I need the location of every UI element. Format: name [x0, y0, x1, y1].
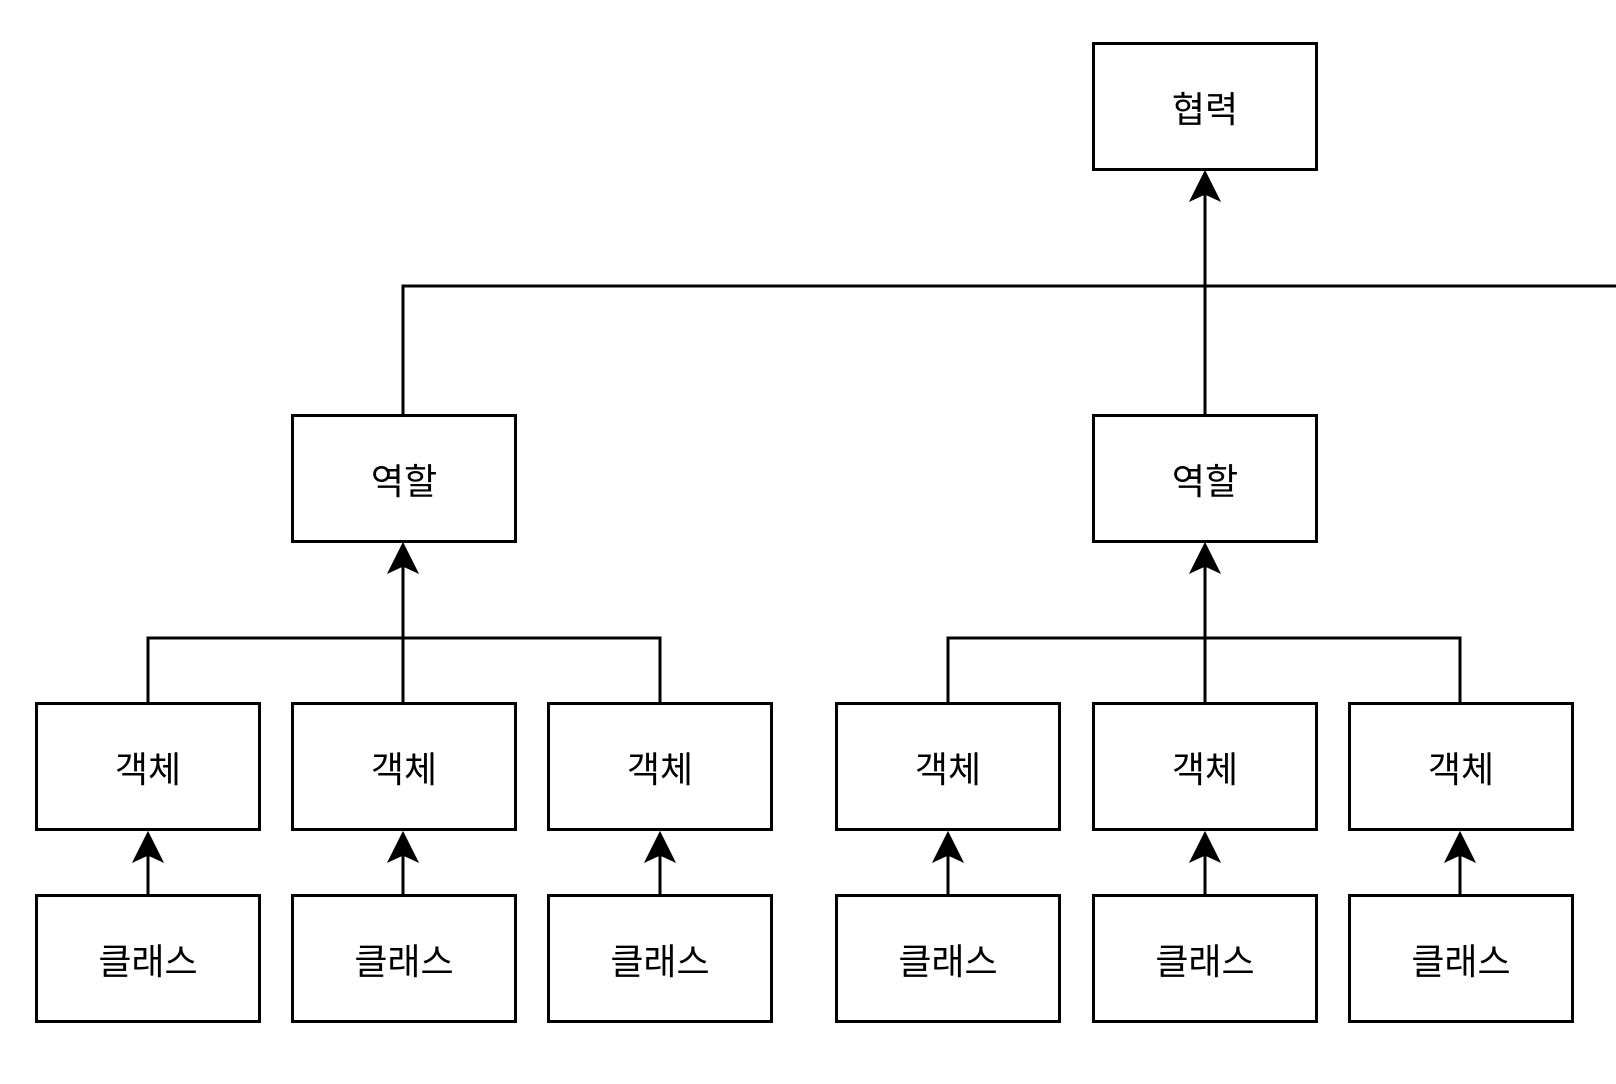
object-box: 객체: [35, 702, 261, 831]
object-box: 객체: [1092, 702, 1318, 831]
class-box: 클래스: [1348, 894, 1574, 1023]
class-box: 클래스: [1092, 894, 1318, 1023]
arrowhead-role: [386, 541, 420, 575]
arrowhead-object: [931, 830, 965, 864]
arrowhead-object: [1188, 830, 1222, 864]
arrowhead-collaboration: [1188, 169, 1222, 203]
arrowhead-object: [386, 830, 420, 864]
class-box: 클래스: [291, 894, 517, 1023]
role-box: 역할: [291, 414, 517, 543]
object-box: 객체: [1348, 702, 1574, 831]
collaboration-box: 협력: [1092, 42, 1318, 171]
arrowhead-object: [1443, 830, 1477, 864]
class-box: 클래스: [547, 894, 773, 1023]
arrowhead-object: [643, 830, 677, 864]
object-box: 객체: [547, 702, 773, 831]
object-box: 객체: [291, 702, 517, 831]
object-box: 객체: [835, 702, 1061, 831]
connector-role-to-collaboration: [401, 284, 1616, 414]
class-box: 클래스: [35, 894, 261, 1023]
role-box: 역할: [1092, 414, 1318, 543]
arrowhead-role: [1188, 541, 1222, 575]
class-box: 클래스: [835, 894, 1061, 1023]
arrowhead-object: [131, 830, 165, 864]
